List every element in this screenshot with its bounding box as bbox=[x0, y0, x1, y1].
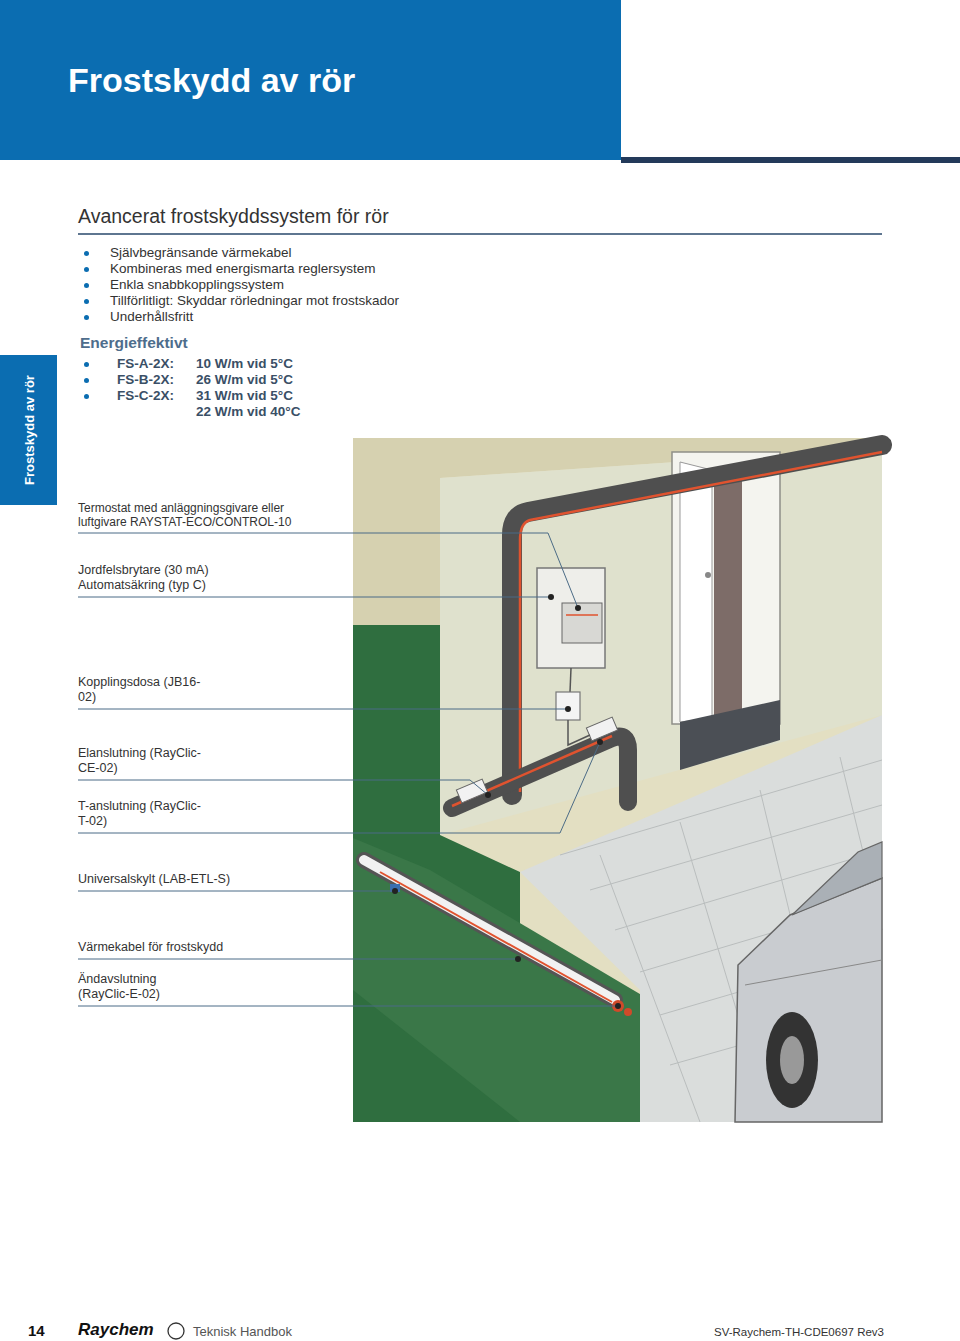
bullet-dot bbox=[84, 267, 89, 272]
leader-dots bbox=[392, 594, 621, 1009]
feature-item: Enkla snabbkopplingssystem bbox=[110, 277, 284, 293]
feature-item: Kombineras med energismarta reglersystem bbox=[110, 261, 376, 277]
leader-lines bbox=[78, 533, 618, 1006]
model-name: FS-C-2X: bbox=[117, 388, 174, 404]
callout-label: Universalskylt (LAB-ETL-S) bbox=[78, 872, 230, 887]
bullet-dot bbox=[84, 251, 89, 256]
callout-label: Termostat med anläggningsgivare eller lu… bbox=[78, 501, 333, 530]
header-rule bbox=[621, 157, 960, 163]
side-tab: Frostskydd av rör bbox=[0, 355, 57, 505]
logo-mark bbox=[168, 1323, 184, 1339]
tab-text: Frostskydd av rör bbox=[21, 375, 36, 485]
document-code: SV-Raychem-TH-CDE0697 Rev3 bbox=[714, 1326, 884, 1340]
feature-item: Självbegränsande värmekabel bbox=[110, 245, 292, 261]
bullet-dot bbox=[84, 394, 89, 399]
model-name: FS-B-2X: bbox=[117, 372, 174, 388]
power-value: 26 W/m vid 5°C bbox=[196, 372, 293, 388]
bullet-dot bbox=[84, 299, 89, 304]
brand-logo: Raychem bbox=[78, 1320, 154, 1340]
bullet-dot bbox=[84, 315, 89, 320]
callout-label: Ändavslutning (RayClic-E-02) bbox=[78, 972, 203, 1002]
callout-label: Värmekabel för frostskydd bbox=[78, 940, 223, 955]
callout-label: Jordfelsbrytare (30 mA) Automatsäkring (… bbox=[78, 563, 243, 593]
page-number: 14 bbox=[28, 1322, 45, 1340]
subheading: Energieffektivt bbox=[80, 334, 188, 353]
section-rule bbox=[78, 233, 882, 235]
bullet-dot bbox=[84, 362, 89, 367]
model-name: FS-A-2X: bbox=[117, 356, 174, 372]
callout-label: T-anslutning (RayClic-T-02) bbox=[78, 799, 203, 829]
power-value: 10 W/m vid 5°C bbox=[196, 356, 293, 372]
power-value: 22 W/m vid 40°C bbox=[196, 404, 300, 420]
bullet-dot bbox=[84, 283, 89, 288]
callout-label: Elanslutning (RayClic-CE-02) bbox=[78, 746, 203, 776]
feature-item: Underhållsfritt bbox=[110, 309, 193, 325]
feature-item: Tillförlitligt: Skyddar rörledningar mot… bbox=[110, 293, 399, 309]
callout-label: Kopplingsdosa (JB16-02) bbox=[78, 675, 203, 705]
bullet-dot bbox=[84, 378, 89, 383]
power-value: 31 W/m vid 5°C bbox=[196, 388, 293, 404]
page-title: Frostskydd av rör bbox=[68, 60, 355, 101]
header-band bbox=[0, 0, 621, 160]
footer-text: Teknisk Handbok bbox=[193, 1324, 292, 1340]
section-heading: Avancerat frostskyddssystem för rör bbox=[78, 205, 389, 228]
